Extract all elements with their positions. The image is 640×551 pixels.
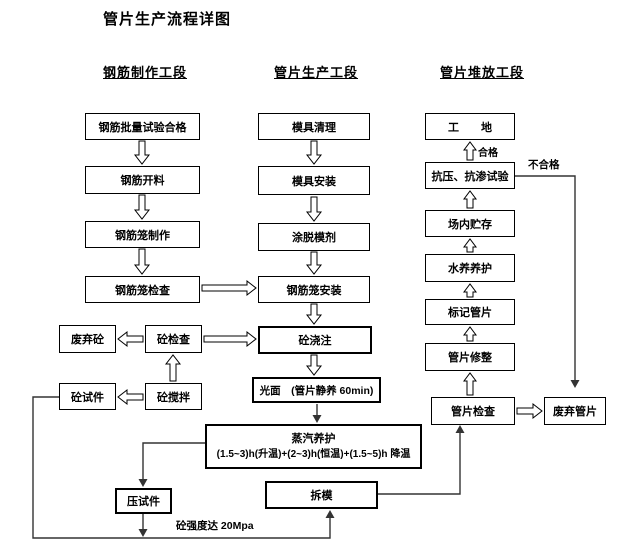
column-header-stacking-section: 管片堆放工段 bbox=[440, 65, 525, 80]
column-header-production-section: 管片生产工段 bbox=[274, 65, 359, 80]
down-arrow-icon bbox=[305, 303, 323, 325]
node-segment-check: 管片检查 bbox=[431, 397, 515, 425]
down-arrow-icon bbox=[133, 194, 151, 220]
node-steel-cutting: 钢筋开料 bbox=[85, 166, 200, 194]
solid-down-arrowhead-icon bbox=[138, 479, 148, 487]
down-arrow-icon bbox=[133, 248, 151, 275]
right-arrow-icon bbox=[201, 279, 257, 297]
solid-down-arrowhead-icon bbox=[570, 380, 580, 388]
node-segment-trim: 管片修整 bbox=[425, 343, 515, 371]
down-arrow-icon bbox=[133, 140, 151, 165]
node-waste-concrete: 废弃砼 bbox=[59, 325, 116, 353]
node-cage-check: 钢筋笼检查 bbox=[85, 276, 200, 303]
down-arrow-icon bbox=[305, 196, 323, 222]
node-construction-site: 工 地 bbox=[425, 113, 515, 140]
node-release-agent: 涂脱模剂 bbox=[258, 223, 370, 251]
down-arrow-icon bbox=[305, 140, 323, 165]
node-steel-batch-test: 钢筋批量试验合格 bbox=[85, 113, 200, 140]
solid-up-arrowhead-icon bbox=[455, 425, 465, 433]
connector-demold-to-segment-check bbox=[378, 432, 461, 495]
edge-label-strength-note: 砼强度达 20Mpa bbox=[176, 520, 254, 532]
up-arrow-icon bbox=[463, 238, 477, 253]
node-demolding: 拆模 bbox=[265, 481, 378, 509]
edge-label-qualified: 合格 bbox=[478, 148, 498, 159]
node-concrete-pouring: 砼浇注 bbox=[258, 326, 372, 354]
connector-steam-to-press-specimen bbox=[142, 442, 205, 480]
node-pressure-seepage-test: 抗压、抗渗试验 bbox=[425, 162, 515, 189]
edge-label-unqualified: 不合格 bbox=[528, 159, 560, 171]
up-arrow-icon bbox=[463, 190, 477, 209]
right-arrow-icon bbox=[516, 402, 543, 420]
up-arrow-icon bbox=[463, 283, 477, 298]
left-arrow-icon bbox=[117, 388, 144, 406]
steam-curing-formula: (1.5~3)h(升温)+(2~3)h(恒温)+(1.5~5)h 降温 bbox=[216, 449, 411, 461]
node-waste-segment: 废弃管片 bbox=[544, 397, 606, 425]
node-steam-curing: 蒸汽养护 (1.5~3)h(升温)+(2~3)h(恒温)+(1.5~5)h 降温 bbox=[205, 424, 422, 469]
node-press-specimen: 压试件 bbox=[115, 488, 172, 514]
solid-down-arrowhead-icon bbox=[312, 415, 322, 423]
node-concrete-check: 砼检查 bbox=[145, 325, 202, 353]
up-arrow-icon bbox=[463, 326, 477, 342]
node-smooth-surface-rest: 光面 (管片静养 60min) bbox=[252, 377, 381, 403]
node-cage-making: 钢筋笼制作 bbox=[85, 221, 200, 248]
left-arrow-icon bbox=[117, 330, 144, 348]
right-arrow-icon bbox=[203, 330, 257, 348]
steam-curing-title: 蒸汽养护 bbox=[291, 432, 336, 445]
down-arrow-icon bbox=[305, 354, 323, 376]
connector-unqualified-to-waste-segment bbox=[515, 175, 576, 381]
node-concrete-specimen: 砼试件 bbox=[59, 383, 116, 410]
node-water-curing: 水养养护 bbox=[425, 254, 515, 282]
solid-up-arrowhead-icon bbox=[325, 510, 335, 518]
node-yard-storage: 场内贮存 bbox=[425, 210, 515, 237]
page-title: 管片生产流程详图 bbox=[103, 11, 232, 28]
column-header-steel-section: 钢筋制作工段 bbox=[103, 65, 188, 80]
solid-down-arrowhead-icon bbox=[138, 529, 148, 537]
down-arrow-icon bbox=[305, 251, 323, 275]
up-arrow-icon bbox=[463, 141, 477, 161]
node-mold-install: 模具安装 bbox=[258, 166, 370, 195]
up-arrow-icon bbox=[463, 372, 477, 396]
node-cage-install: 钢筋笼安装 bbox=[258, 276, 370, 303]
node-mark-segment: 标记管片 bbox=[425, 299, 515, 325]
up-arrow-icon bbox=[164, 354, 182, 382]
connector-specimen-loop-to-demold bbox=[32, 396, 331, 539]
node-mold-cleaning: 模具清理 bbox=[258, 113, 370, 140]
node-concrete-mixing: 砼搅拌 bbox=[145, 383, 202, 410]
